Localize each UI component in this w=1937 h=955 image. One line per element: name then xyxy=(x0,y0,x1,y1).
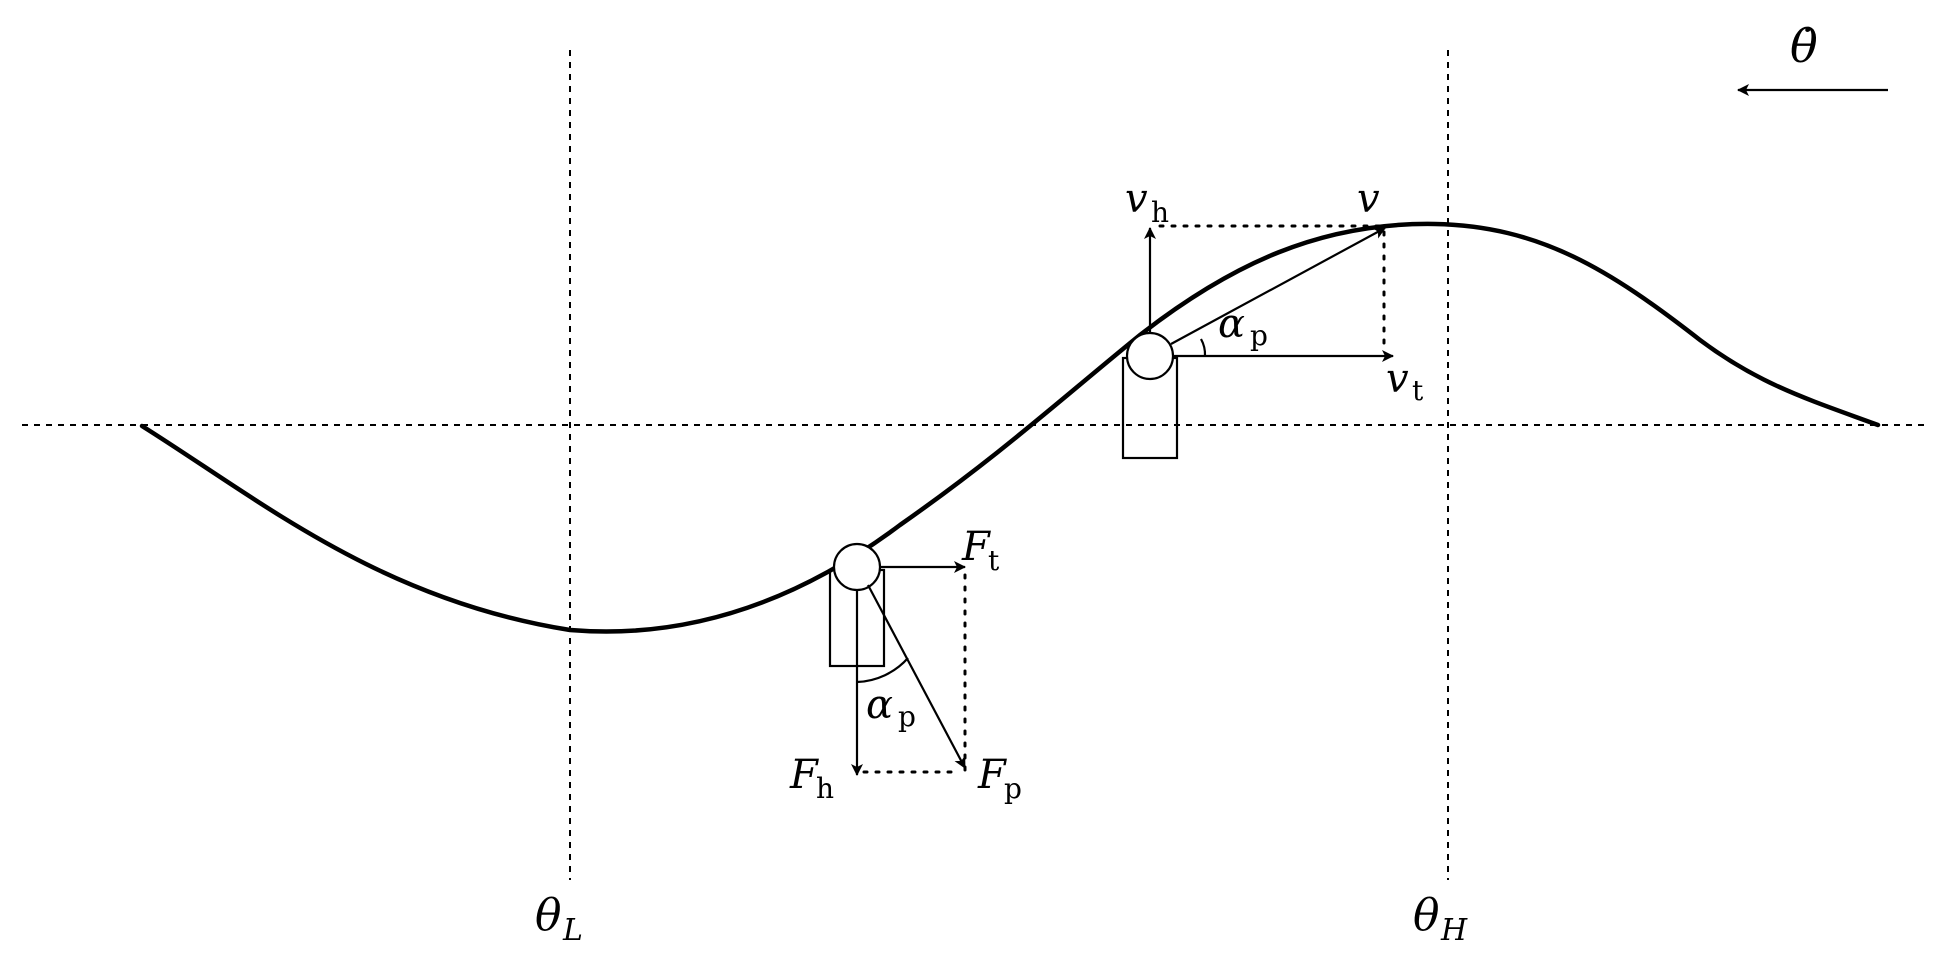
alpha-p-top-arc xyxy=(1200,338,1207,357)
svg-text:α: α xyxy=(1218,301,1245,347)
svg-text:F: F xyxy=(789,752,819,798)
svg-text:h: h xyxy=(816,772,834,805)
theta-dot-label: θ̇ xyxy=(1790,19,1818,73)
f-h-label: F h xyxy=(789,752,834,805)
svg-text:H: H xyxy=(1440,913,1468,948)
v-t-label: v t xyxy=(1386,356,1424,407)
follower-upper xyxy=(1121,331,1179,460)
svg-text:p: p xyxy=(1004,772,1022,805)
f-t-label: F t xyxy=(961,524,1000,577)
f-p-arrow xyxy=(867,584,966,769)
cam-profile-curve xyxy=(139,221,1881,634)
svg-text:α: α xyxy=(866,682,893,728)
f-p-label: F p xyxy=(977,752,1022,805)
svg-text:F: F xyxy=(961,524,991,570)
svg-text:F: F xyxy=(977,752,1007,798)
svg-text:h: h xyxy=(1151,196,1169,229)
alpha-p-bottom-arc xyxy=(856,657,909,684)
svg-text:t: t xyxy=(988,544,1000,577)
svg-text:v: v xyxy=(1386,356,1409,402)
v-label: v xyxy=(1357,176,1380,222)
svg-text:θ: θ xyxy=(1413,890,1440,941)
theta-l-label: θ L xyxy=(535,890,583,948)
svg-text:t: t xyxy=(1412,374,1424,407)
svg-text:L: L xyxy=(562,913,583,948)
svg-text:v: v xyxy=(1125,176,1148,222)
follower-lower-roller xyxy=(832,542,882,592)
v-arrow xyxy=(1170,227,1386,345)
alpha-p-bottom-label: α p xyxy=(866,682,916,733)
alpha-p-top-label: α p xyxy=(1218,301,1268,352)
svg-text:p: p xyxy=(1250,319,1268,352)
svg-text:p: p xyxy=(898,700,916,733)
theta-h-label: θ H xyxy=(1413,890,1468,948)
follower-upper-roller xyxy=(1125,331,1175,381)
v-h-label: v h xyxy=(1125,176,1169,229)
svg-text:θ: θ xyxy=(535,890,562,941)
